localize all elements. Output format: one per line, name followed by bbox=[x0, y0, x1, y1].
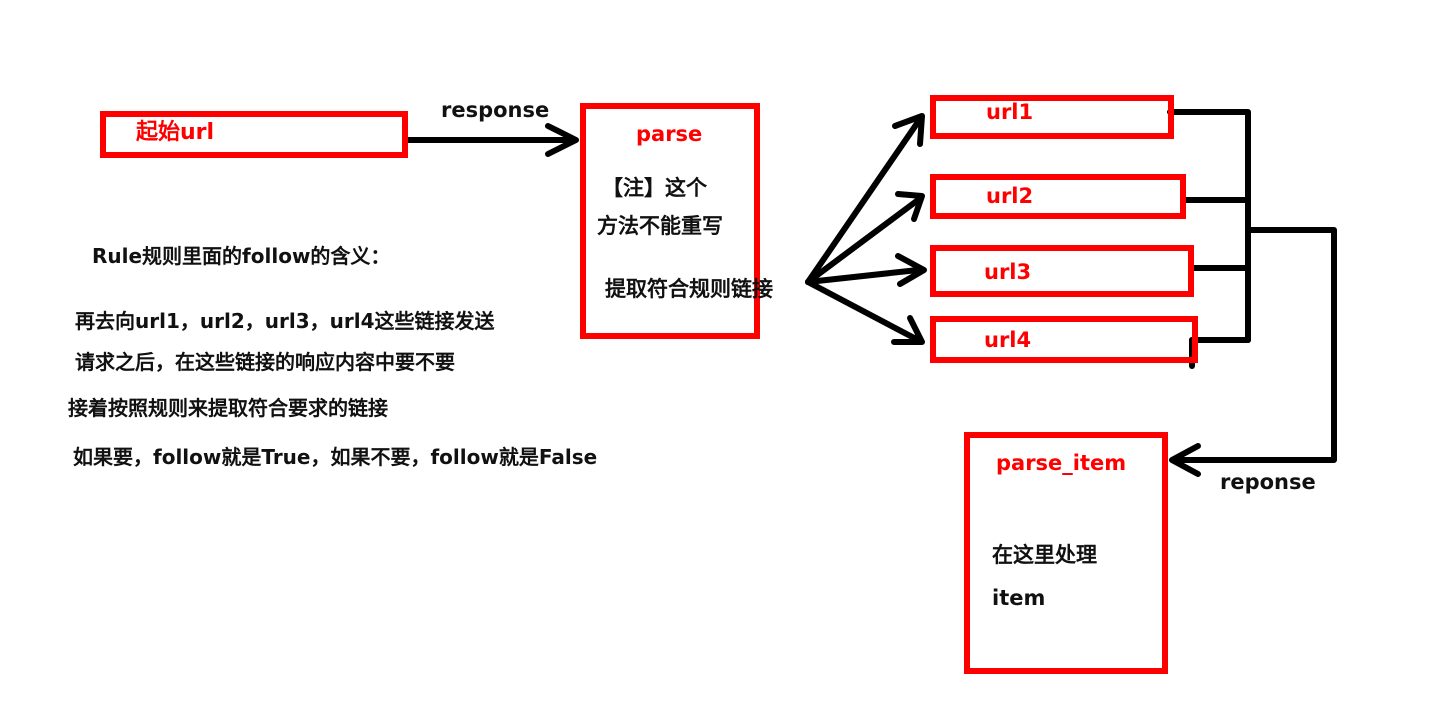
arrow-bracket-to-parse-item bbox=[1173, 227, 1337, 463]
follow-explanation-line: 接着按照规则来提取符合要求的链接 bbox=[68, 396, 388, 420]
url3-box bbox=[930, 245, 1194, 297]
parse-item-title: parse_item bbox=[996, 451, 1127, 475]
parse-item-line1: 在这里处理 bbox=[992, 543, 1097, 567]
url2-label: url2 bbox=[986, 184, 1034, 208]
url1-label: url1 bbox=[986, 100, 1034, 124]
url1-box bbox=[930, 95, 1174, 139]
arrow-parse-to-url4 bbox=[805, 279, 921, 343]
follow-explanation-title: Rule规则里面的follow的含义： bbox=[92, 244, 391, 268]
arrowhead-url3 bbox=[895, 253, 927, 287]
url3-label: url3 bbox=[984, 260, 1032, 284]
parse-box bbox=[580, 103, 760, 339]
url2-box bbox=[930, 174, 1186, 219]
arrowhead-url2 bbox=[895, 191, 925, 222]
parse-item-line2: item bbox=[992, 586, 1046, 610]
arrowhead-start-to-parse bbox=[545, 123, 579, 157]
parse-note-line2: 方法不能重写 bbox=[597, 214, 723, 238]
parse-note-line1: 【注】这个 bbox=[602, 176, 707, 200]
parse-item-box bbox=[964, 432, 1168, 674]
arrowhead-parse-item bbox=[1169, 443, 1201, 477]
connector-url1 bbox=[1167, 109, 1251, 343]
url4-label: url4 bbox=[984, 328, 1032, 352]
url4-box bbox=[930, 316, 1198, 363]
follow-explanation-line: 请求之后，在这些链接的响应内容中要不要 bbox=[75, 350, 455, 374]
start-url-box bbox=[100, 111, 408, 158]
arrowhead-url4 bbox=[891, 315, 925, 345]
arrow-parse-to-url1 bbox=[805, 119, 921, 285]
parse-title: parse bbox=[636, 122, 703, 146]
parse-extract-text: 提取符合规则链接 bbox=[605, 277, 773, 301]
arrow-parse-to-url2 bbox=[805, 197, 921, 285]
follow-explanation-line: 如果要，follow就是True，如果不要，follow就是False bbox=[73, 445, 598, 469]
arrowhead-url1 bbox=[892, 113, 925, 147]
reponse-edge-label: reponse bbox=[1220, 470, 1316, 494]
start-url-label: 起始url bbox=[136, 120, 215, 145]
response-edge-label: response bbox=[441, 98, 550, 122]
follow-explanation-line: 再去向url1，url2，url3，url4这些链接发送 bbox=[75, 309, 495, 333]
arrow-parse-to-url3 bbox=[805, 267, 921, 285]
